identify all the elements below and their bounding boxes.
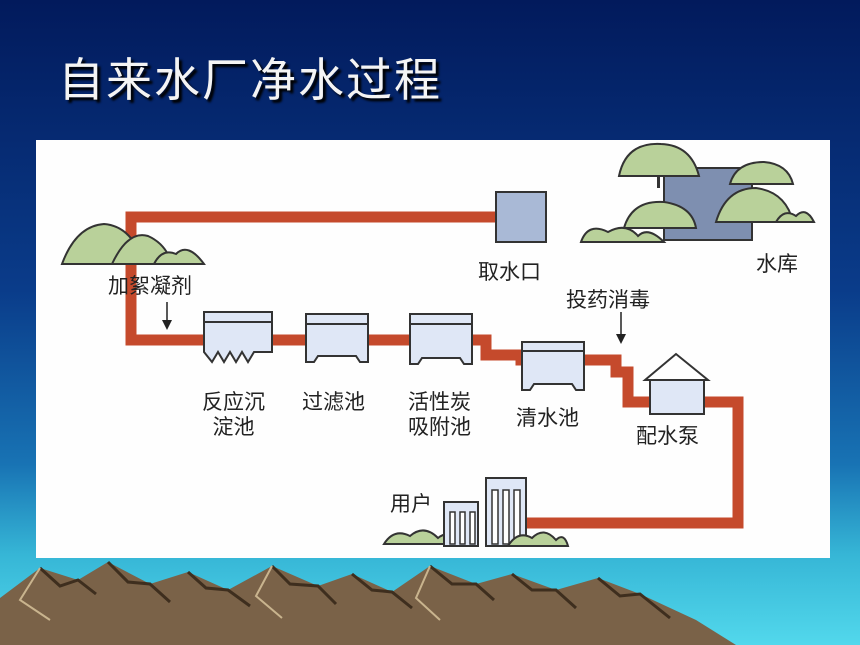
clear-water-tank [521, 341, 585, 391]
label-filter: 过滤池 [302, 390, 365, 414]
label-intake: 取水口 [478, 260, 541, 284]
tree-icon [622, 200, 698, 229]
filter-tank [305, 313, 369, 363]
label-carbon: 活性炭 吸附池 [408, 390, 471, 440]
label-user: 用户 [390, 492, 432, 516]
bush-icon [506, 531, 570, 547]
label-sedimentation-line2: 淀池 [212, 415, 255, 439]
coagulant-hills [60, 222, 206, 265]
user-buildings [382, 477, 570, 547]
label-carbon-line1: 活性炭 [408, 390, 471, 414]
sedimentation-tank [203, 311, 273, 364]
label-carbon-line2: 吸附池 [408, 415, 471, 439]
bush-icon [152, 248, 206, 265]
intake-box [495, 191, 547, 243]
water-pipe [125, 211, 744, 529]
water-treatment-diagram [60, 142, 816, 547]
label-coagulant: 加絮凝剂 [108, 274, 192, 298]
label-clear-water: 清水池 [516, 406, 579, 430]
coagulant-arrow [162, 320, 172, 330]
label-disinfect: 投药消毒 [566, 288, 650, 312]
label-pump: 配水泵 [636, 424, 699, 448]
tree-icon [714, 186, 795, 223]
bush-icon [579, 226, 667, 243]
pump-house [642, 352, 711, 415]
disinfect-arrow [616, 334, 626, 344]
label-sedimentation: 反应沉 淀池 [202, 390, 265, 440]
bush-icon [774, 211, 816, 223]
mountain-range-decoration [0, 560, 736, 645]
carbon-tank [409, 313, 473, 365]
diagram-panel: 取水口 水库 加絮凝剂 投药消毒 反应沉 淀池 过滤池 活性炭 吸附池 清水池 … [36, 140, 830, 558]
label-sedimentation-line1: 反应沉 [202, 390, 265, 414]
reservoir-graphic [579, 142, 816, 243]
mountain-range [0, 562, 736, 645]
tree-icon [728, 160, 795, 185]
slide-title: 自来水厂净水过程 [58, 53, 442, 107]
tree-icon [617, 142, 701, 177]
label-reservoir: 水库 [756, 252, 798, 276]
